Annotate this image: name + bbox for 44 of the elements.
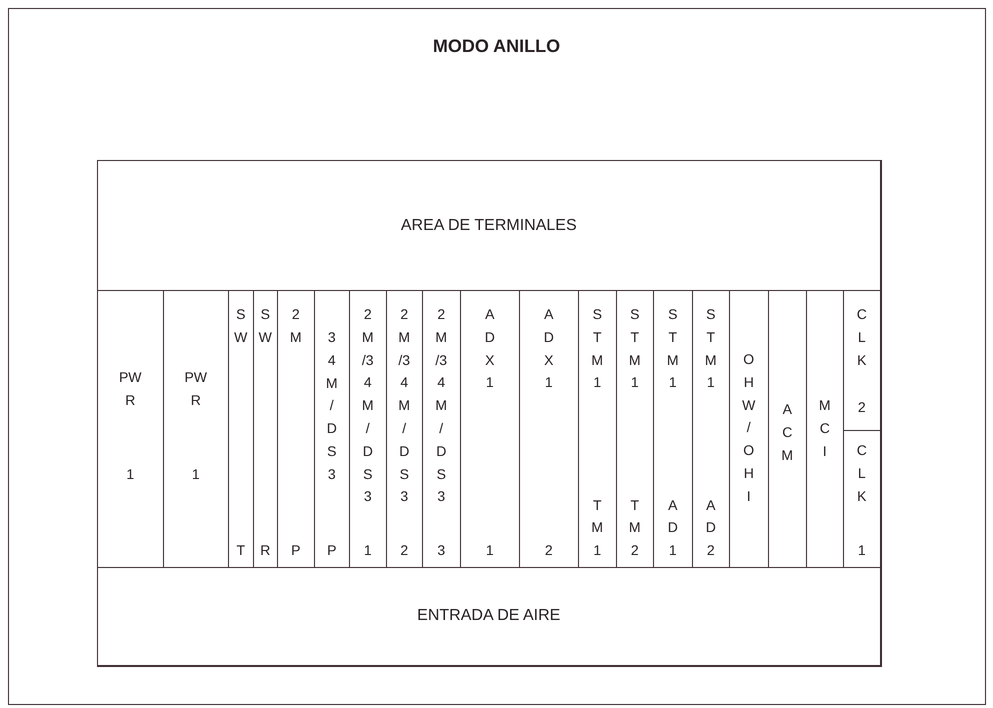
area-label: AREA DE TERMINALES bbox=[400, 216, 578, 235]
slot-label: P bbox=[290, 541, 302, 560]
slot-label: AD2 bbox=[704, 496, 717, 560]
slot-label: CLK bbox=[856, 441, 868, 506]
slot-label: STM1 bbox=[590, 305, 604, 392]
slot-label: 1 bbox=[484, 541, 495, 560]
card-slot bbox=[842, 290, 881, 432]
slot-label: TM1 bbox=[590, 496, 604, 560]
slot-label: 2M bbox=[289, 305, 302, 347]
slot-label: P bbox=[326, 541, 338, 560]
slot-label: 1 bbox=[125, 465, 136, 484]
slot-label: PWR bbox=[183, 368, 208, 410]
slot-label: STM1 bbox=[704, 305, 718, 392]
slot-label: 2M/34M/DS3 bbox=[361, 305, 374, 506]
rack-area bbox=[96, 566, 881, 666]
slot-label: 2M/34M/DS3 bbox=[434, 305, 448, 506]
slot-label: ADX1 bbox=[542, 305, 555, 392]
slot-label: PWR bbox=[118, 368, 143, 410]
slot-label: 2 bbox=[856, 398, 867, 417]
slot-label: CLK bbox=[856, 305, 868, 370]
slot-label: SW bbox=[258, 305, 272, 347]
slot-label: TM2 bbox=[628, 496, 642, 560]
slot-label: ACM bbox=[780, 400, 794, 465]
area-label: ENTRADA DE AIRE bbox=[416, 607, 562, 626]
slot-label: OHW/OHI bbox=[742, 350, 756, 506]
slot-label: 3 bbox=[436, 541, 446, 560]
slot-label: 34M/DS3 bbox=[325, 328, 338, 484]
diagram-title: MODO ANILLO bbox=[432, 36, 562, 57]
slot-label: R bbox=[259, 541, 272, 560]
slot-label: ADX1 bbox=[484, 305, 496, 392]
slot-label: 1 bbox=[362, 541, 373, 560]
slot-label: T bbox=[235, 541, 246, 560]
slot-label: STM1 bbox=[628, 305, 642, 392]
card-slot bbox=[842, 430, 881, 569]
slot-label: MCI bbox=[818, 396, 832, 461]
slot-label: 2 bbox=[399, 541, 410, 560]
slot-label: 1 bbox=[190, 465, 201, 484]
slot-label: SW bbox=[234, 305, 248, 347]
slot-label: AD1 bbox=[666, 496, 679, 560]
equipment-rack bbox=[97, 160, 882, 666]
slot-label: STM1 bbox=[666, 305, 680, 392]
slot-label: 2M/34M/DS3 bbox=[398, 305, 411, 506]
slot-label: 2 bbox=[544, 541, 554, 560]
slot-label: 1 bbox=[856, 541, 867, 560]
